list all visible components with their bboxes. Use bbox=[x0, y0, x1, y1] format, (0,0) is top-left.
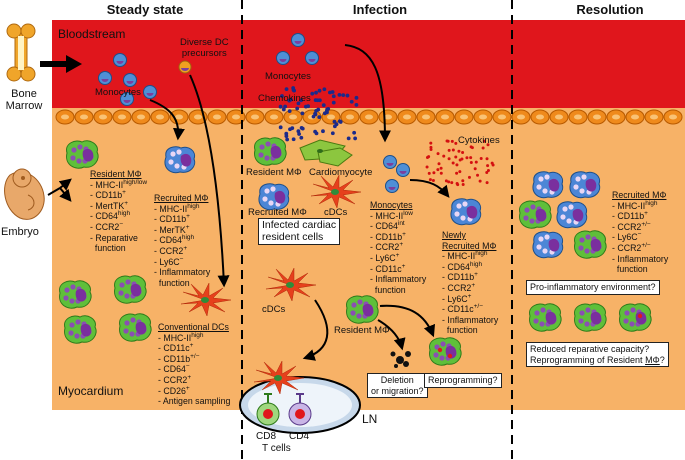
conventional-dc-markers: Conventional DCs- MHC-IIhigh- CD11c+- CD… bbox=[158, 322, 230, 407]
chemokines-label: Chemokines bbox=[258, 93, 311, 104]
embryo-icon bbox=[4, 168, 45, 220]
marker-item: - CD64high bbox=[154, 234, 195, 246]
myocardium-label: Myocardium bbox=[58, 384, 124, 398]
marker-item: - CD11b+ bbox=[154, 213, 190, 225]
monocytes-label-steady: Monocytes bbox=[95, 87, 141, 98]
infection-monocyte-markers: Monocytes- MHC-IIlow- CD64int- CD11b+- C… bbox=[370, 200, 426, 295]
cytokines-label: Cytokines bbox=[458, 135, 500, 146]
tcells-label: T cells bbox=[262, 443, 291, 454]
infected-cells-box: Infected cardiac resident cells bbox=[258, 218, 341, 245]
reprogrammed-macrophage-icon bbox=[429, 337, 462, 366]
marker-item: - CD11b+ bbox=[370, 230, 406, 242]
marker-item: function bbox=[90, 243, 126, 254]
marker-item: - Inflammatory bbox=[154, 267, 211, 278]
marker-item: - MHC-IIhigh bbox=[442, 250, 488, 262]
marker-item: - CCR2+ bbox=[370, 241, 404, 253]
bloodstream-label: Bloodstream bbox=[58, 27, 126, 41]
marker-item: function bbox=[442, 325, 478, 336]
cytokine-dots bbox=[425, 139, 495, 187]
marker-item: - MerTK+ bbox=[154, 223, 190, 235]
marker-item: - MHC-IIhigh bbox=[154, 202, 200, 214]
marker-item: - Ly6C+ bbox=[370, 252, 400, 263]
cd8-label: CD8 bbox=[256, 431, 277, 442]
marker-item: - MHC-IIhigh bbox=[158, 331, 204, 343]
marker-list-title: Recruited MΦ bbox=[612, 190, 667, 200]
marker-item: - CD11c+ bbox=[370, 262, 406, 274]
ln-label: LN bbox=[362, 412, 378, 426]
marker-item: - Antigen sampling bbox=[158, 396, 231, 407]
marker-item: - CCR2+/− bbox=[612, 220, 651, 232]
cd4-label: CD4 bbox=[289, 431, 310, 442]
cardiomyocyte-icon bbox=[299, 139, 353, 167]
marker-item: - CD11c+ bbox=[158, 342, 194, 354]
marker-item: - MHC-IIhigh bbox=[612, 199, 658, 211]
recruited-mf-markers: Recruited MΦ- MHC-IIhigh- CD11b+- MerTK+… bbox=[154, 193, 210, 288]
marker-list-title: Newly Recruited MΦ bbox=[442, 230, 497, 251]
marker-item: - CD11b+ bbox=[90, 189, 126, 201]
cdcs-label-top: cDCs bbox=[324, 207, 348, 218]
marker-item: - Inflammatory bbox=[370, 274, 427, 285]
marker-item: - CD64int bbox=[370, 220, 405, 232]
cdcs-label-mid: cDCs bbox=[262, 304, 286, 315]
dc-precursor-label: Diverse DC precursors bbox=[180, 37, 229, 59]
marker-item: - Reparative bbox=[90, 232, 138, 243]
marker-item: - CCR2+ bbox=[442, 282, 476, 293]
header-steady: Steady state bbox=[106, 2, 184, 17]
marker-item: - Inflammatory bbox=[612, 253, 669, 264]
reduced-capacity-box: Reduced reparative capacity? Reprogrammi… bbox=[526, 342, 669, 367]
bloodstream-band bbox=[52, 20, 685, 108]
embryo-label: Embryo bbox=[1, 226, 39, 238]
marker-item: - CCR2+ bbox=[154, 245, 188, 256]
marker-item: - CD11b+ bbox=[612, 210, 648, 222]
reprogramming-box: Reprogramming? bbox=[424, 373, 502, 388]
marker-item: - CD11c+/− bbox=[442, 303, 484, 315]
marker-item: - Ly6C− bbox=[154, 255, 184, 267]
proinflammatory-box: Pro-inflammatory environment? bbox=[526, 280, 660, 295]
marker-item: - CD26+ bbox=[158, 384, 190, 396]
marker-item: - CD11b+/− bbox=[158, 352, 200, 364]
marker-item: - MertTK+ bbox=[90, 199, 129, 211]
resident-mf-markers: Resident MΦ- MHC-IIhigh/low- CD11b+- Mer… bbox=[90, 169, 147, 254]
cardiomyocyte-label: Cardiomyocyte bbox=[309, 167, 373, 178]
header-resolution: Resolution bbox=[576, 2, 644, 17]
monocytes-label-infection: Monocytes bbox=[265, 71, 311, 82]
marker-list-title: Resident MΦ bbox=[90, 169, 142, 179]
marker-item: function bbox=[612, 264, 648, 275]
recruited-mf-label-infection: Recruited MΦ bbox=[248, 207, 307, 218]
marker-item: - CD11b+ bbox=[442, 271, 478, 283]
cd4-tcell-icon bbox=[288, 393, 312, 426]
marker-item: function bbox=[370, 284, 406, 295]
marker-item: - MHC-IIhigh/low bbox=[90, 178, 148, 190]
marker-item: - CCR2+/− bbox=[612, 242, 651, 253]
resident-mf-label-lower: Resident MΦ bbox=[334, 325, 390, 336]
cd8-tcell-icon bbox=[256, 393, 280, 426]
marker-list-title: Recruited MΦ bbox=[154, 193, 209, 203]
marker-item: function bbox=[154, 277, 190, 288]
newly-recruited-mf-markers: Newly Recruited MΦ- MHC-IIhigh- CD64high… bbox=[442, 230, 498, 336]
marker-list-title: Conventional DCs bbox=[158, 322, 229, 332]
deletion-box: Deletion or migration? bbox=[367, 373, 428, 398]
dc-precursor-icon bbox=[178, 60, 192, 74]
apoptotic-cell-icon bbox=[390, 351, 411, 368]
marker-item: - CCR2− bbox=[90, 221, 124, 232]
header-infection: Infection bbox=[352, 2, 408, 17]
marker-item: - Inflammatory bbox=[442, 314, 499, 325]
resident-mf-label-infection: Resident MΦ bbox=[246, 167, 302, 178]
marker-item: - CD64high bbox=[442, 260, 483, 272]
bone-marrow-label: Bone Marrow bbox=[5, 88, 43, 112]
marker-item: - Ly6C+ bbox=[442, 292, 472, 304]
marker-item: - CD64high bbox=[90, 210, 131, 222]
bone-icon bbox=[6, 23, 36, 82]
endothelium-cells bbox=[55, 109, 683, 125]
marker-item: - CCR2+ bbox=[158, 374, 192, 385]
marker-item: - MHC-IIlow bbox=[370, 209, 413, 221]
resolution-recruited-mf-markers: Recruited MΦ- MHC-IIhigh- CD11b+- CCR2+/… bbox=[612, 190, 668, 275]
marker-list-title: Monocytes bbox=[370, 200, 413, 210]
marker-item: - Ly6C− bbox=[612, 231, 642, 243]
marker-item: - CD64− bbox=[158, 363, 190, 375]
chemokine-dots bbox=[278, 86, 359, 142]
